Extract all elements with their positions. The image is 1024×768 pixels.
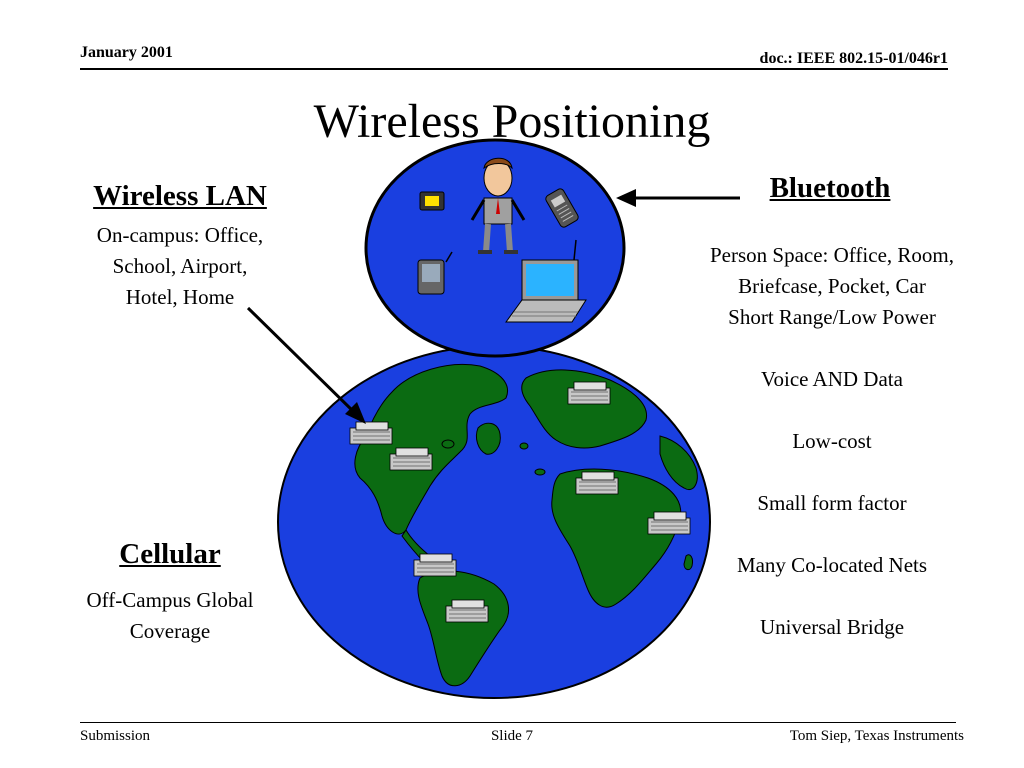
phone-icon xyxy=(545,188,579,228)
footer-slide-number: Slide 7 xyxy=(490,728,534,744)
footer-divider xyxy=(80,722,956,723)
building-icon xyxy=(349,421,393,445)
wlan-line: School, Airport, xyxy=(112,254,248,278)
pager-icon xyxy=(419,191,445,211)
building-icons xyxy=(349,381,691,623)
person-icon xyxy=(470,157,526,254)
wlan-heading: Wireless LAN xyxy=(93,180,267,212)
bluetooth-feature: Short Range/Low Power xyxy=(728,305,936,329)
header-doc-id: doc.: IEEE 802.15-01/046r1 xyxy=(759,50,948,67)
bluetooth-arrow xyxy=(616,189,740,207)
laptop-icon xyxy=(505,239,587,323)
building-icon xyxy=(389,447,433,471)
globe-illustration xyxy=(277,345,711,699)
bluetooth-feature-list: Person Space: Office, Room, Briefcase, P… xyxy=(670,240,994,674)
bluetooth-feature: Voice AND Data xyxy=(761,367,903,391)
building-icon xyxy=(413,553,457,577)
building-icon xyxy=(575,471,619,495)
bluetooth-feature: Small form factor xyxy=(757,491,907,515)
slide-title: Wireless Positioning xyxy=(313,95,711,148)
personal-space-bubble xyxy=(364,138,626,358)
building-icon xyxy=(647,511,691,535)
bluetooth-feature: Many Co-located Nets xyxy=(736,553,928,577)
cellular-description: Off-Campus Global Coverage xyxy=(50,585,290,647)
header-date: January 2001 xyxy=(80,44,173,61)
bluetooth-heading: Bluetooth xyxy=(769,172,891,204)
pda-icon xyxy=(417,251,453,295)
bluetooth-feature: Universal Bridge xyxy=(759,615,905,639)
header-divider xyxy=(80,68,948,70)
footer-submission: Submission xyxy=(80,728,151,744)
wlan-line: On-campus: Office, xyxy=(96,223,264,247)
building-icon xyxy=(567,381,611,405)
wlan-line: Hotel, Home xyxy=(125,285,235,309)
building-icon xyxy=(445,599,489,623)
cellular-line: Coverage xyxy=(129,619,211,643)
wlan-description: On-campus: Office, School, Airport, Hote… xyxy=(60,220,300,313)
cellular-heading: Cellular xyxy=(119,538,221,570)
cellular-line: Off-Campus Global xyxy=(86,588,254,612)
bluetooth-feature: Person Space: Office, Room, Briefcase, P… xyxy=(710,243,954,298)
bluetooth-feature: Low-cost xyxy=(792,429,872,453)
footer-author: Tom Siep, Texas Instruments xyxy=(789,728,964,744)
wlan-arrow xyxy=(246,306,366,424)
